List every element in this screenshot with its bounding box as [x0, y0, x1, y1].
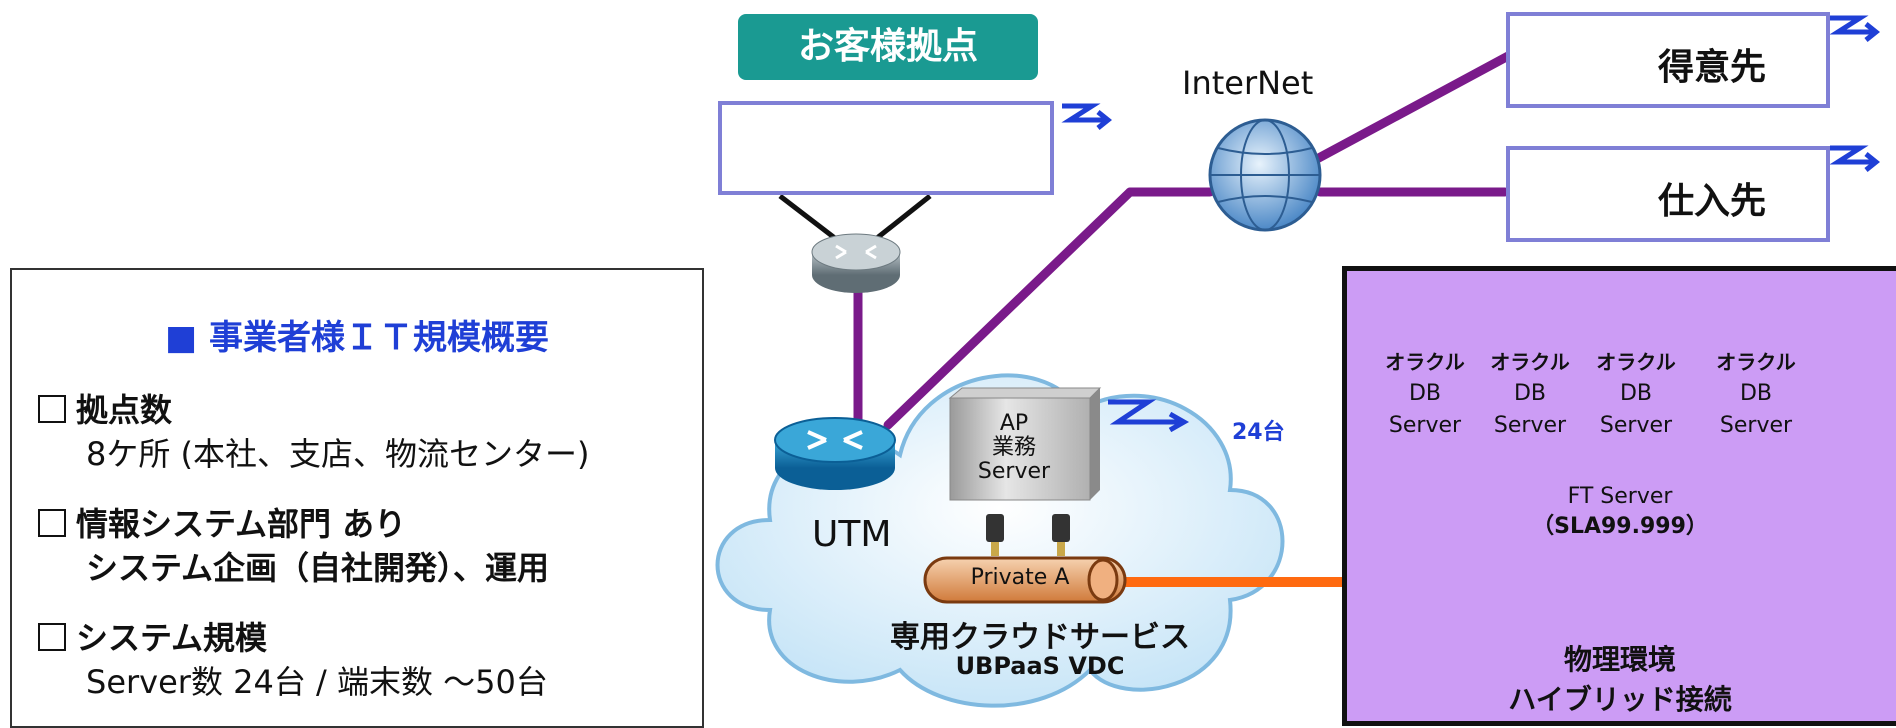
info-heading: システム規模: [76, 619, 268, 657]
physical-env-label: 物理環境ハイブリッド接続: [1508, 643, 1732, 716]
internet-label: InterNet: [1182, 64, 1314, 102]
private-network-pipe: [923, 556, 1127, 604]
info-heading: 拠点数: [76, 391, 173, 429]
internet-globe-icon: [1208, 118, 1322, 232]
partner-box-customer: 得意先: [1506, 12, 1830, 108]
ap-server-count: 24台: [1232, 420, 1285, 445]
ap-server-icon: [948, 387, 1102, 501]
lan-router-icon: [811, 233, 901, 293]
customer-site-label: お客様拠点: [738, 14, 1038, 80]
partner-label: 得意先: [1658, 47, 1767, 88]
info-item: 拠点数 8ケ所 (本社、支店、物流センター): [38, 388, 590, 476]
network-links: [853, 50, 1515, 430]
checkbox-icon: [38, 623, 66, 651]
utm-router-icon: [774, 417, 896, 490]
private-network-label: Private A: [970, 565, 1070, 590]
physical-server-zone: [1342, 266, 1896, 726]
utm-label: UTM: [812, 514, 892, 555]
info-heading: 情報システム部門 あり: [76, 505, 407, 543]
partner-label: 仕入先: [1658, 181, 1767, 222]
info-title: ■ 事業者様ＩＴ規模概要: [165, 318, 549, 358]
info-detail: Server数 24台 / 端末数 ～50台: [86, 663, 548, 701]
checkbox-icon: [38, 395, 66, 423]
ft-server-label: FT Server（SLA99.999）: [1532, 484, 1708, 539]
info-detail: システム企画（自社開発）、運用: [86, 549, 550, 587]
it-scale-panel: ■ 事業者様ＩＴ規模概要 拠点数 8ケ所 (本社、支店、物流センター) 情報シス…: [10, 268, 704, 728]
customer-site-box: [718, 101, 1054, 195]
partner-box-supplier: 仕入先: [1506, 146, 1830, 242]
connector-icons: [986, 514, 1070, 556]
checkbox-icon: [38, 509, 66, 537]
info-item: 情報システム部門 あり システム企画（自社開発）、運用: [38, 502, 549, 590]
info-item: システム規模 Server数 24台 / 端末数 ～50台: [38, 616, 548, 704]
info-detail: 8ケ所 (本社、支店、物流センター): [86, 435, 590, 473]
lan-links: [778, 194, 932, 244]
cloud-service-sub: UBPaaS VDC: [955, 652, 1125, 680]
wan-link-icons: [1061, 15, 1881, 433]
cloud-service-name: 専用クラウドサービス: [890, 620, 1190, 655]
